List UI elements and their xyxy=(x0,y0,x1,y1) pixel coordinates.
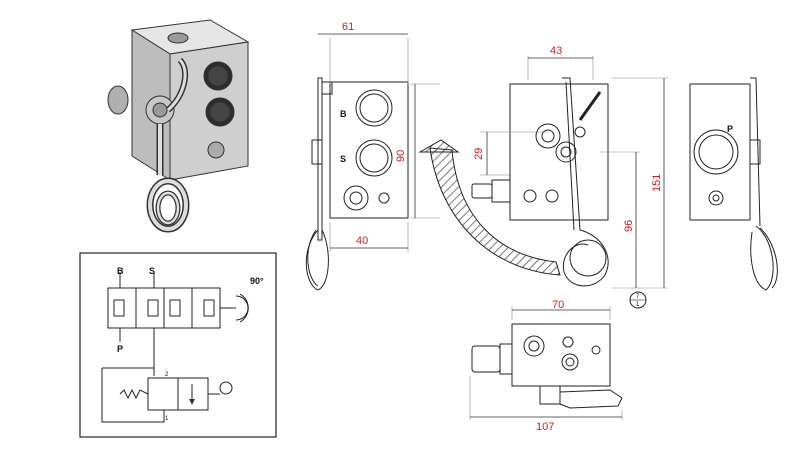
schematic-port-2: 2 xyxy=(165,372,169,378)
rotation-arrow xyxy=(429,147,561,276)
hydraulic-schematic xyxy=(79,252,277,438)
bottom-view xyxy=(469,306,623,420)
dim-61: 61 xyxy=(342,21,354,33)
schematic-label-b: B xyxy=(117,266,124,276)
bottom-valve-body xyxy=(511,323,611,387)
right-port-p: P xyxy=(727,124,733,134)
dim-90: 90 xyxy=(395,150,407,162)
front-valve-body xyxy=(329,81,409,219)
schematic-label-p: P xyxy=(117,344,123,354)
front-view xyxy=(305,33,440,291)
isometric-view xyxy=(107,19,250,233)
right-view xyxy=(689,77,778,291)
front-port-s: S xyxy=(340,154,346,164)
side-view xyxy=(418,56,668,309)
dim-96: 96 xyxy=(623,220,635,232)
schematic-angle: 90° xyxy=(250,276,264,286)
dim-151: 151 xyxy=(651,174,663,192)
dim-107: 107 xyxy=(536,421,554,433)
schematic-frame xyxy=(79,252,277,438)
dim-29: 29 xyxy=(473,148,485,160)
dim-70: 70 xyxy=(552,299,564,311)
front-port-b: B xyxy=(340,109,347,119)
detail-1: 1 xyxy=(636,302,640,308)
detail-7: 7 xyxy=(636,294,640,300)
dim-43: 43 xyxy=(550,45,562,57)
schematic-port-1: 1 xyxy=(165,416,169,422)
schematic-label-s: S xyxy=(149,266,155,276)
dim-40: 40 xyxy=(356,235,368,247)
